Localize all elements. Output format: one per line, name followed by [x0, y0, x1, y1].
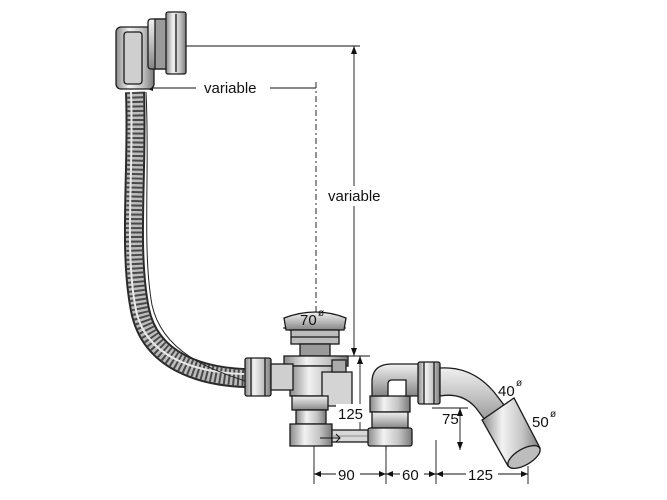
label-diameter-70: 70 [300, 312, 317, 329]
label-variable-vertical: variable [328, 188, 381, 205]
label-diameter-50: 50 [532, 414, 549, 431]
label-width-60: 60 [402, 467, 419, 484]
label-width-125: 125 [468, 467, 493, 484]
trap-siphon [367, 361, 541, 470]
label-height-125: 125 [338, 406, 363, 423]
flexible-hose [123, 91, 263, 389]
label-height-75: 75 [442, 411, 459, 428]
diameter-symbol-50: ø [550, 409, 556, 420]
label-width-90: 90 [338, 467, 355, 484]
diameter-symbol-40: ø [516, 378, 522, 389]
label-diameter-40: 40 [498, 383, 515, 400]
drain-assembly [244, 311, 375, 447]
diameter-symbol-70: ø [318, 308, 324, 319]
label-variable-horizontal: variable [204, 80, 257, 97]
labels: variable variable 70 ø 40 ø 50 ø 125 75 … [196, 78, 556, 484]
overflow-head [115, 11, 187, 90]
